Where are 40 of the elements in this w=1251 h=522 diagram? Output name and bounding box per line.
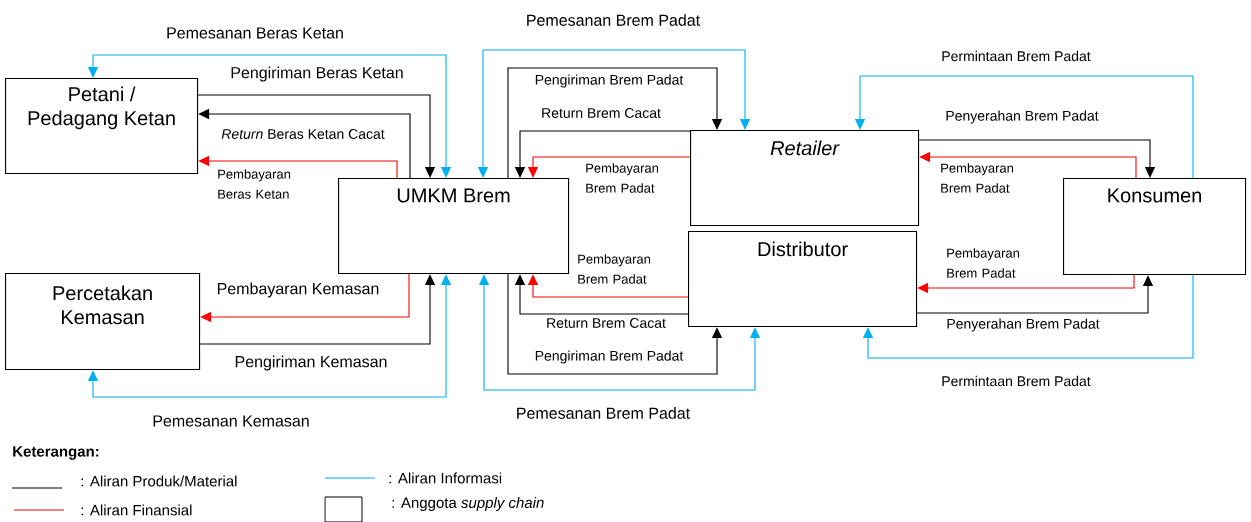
process-box: Konsumen: [1063, 178, 1247, 276]
process-box: Distributor: [688, 231, 918, 328]
edge-label: Pembayaran Brem Padat: [586, 163, 659, 193]
arrow: [527, 274, 689, 298]
edge-label: Pemesanan Brem Padat: [527, 14, 700, 26]
arrow: [507, 67, 723, 179]
edge-label: Pengiriman Kemasan: [235, 355, 387, 371]
edge-label: Pengiriman Brem Padat: [535, 350, 684, 364]
edge-label: Return Brem Cacat: [547, 318, 666, 328]
edge-label: Permintaan Brem Padat: [942, 375, 1091, 387]
legend-label: : Aliran Produk/Material: [81, 475, 237, 487]
edge-label: Permintaan Brem Padat: [942, 50, 1091, 62]
edge-label: Pembayaran Brem Padat: [578, 254, 651, 284]
edge-label: Return Beras Ketan Cacat: [221, 129, 385, 139]
edge-label: Pembayaran Brem Padat: [947, 248, 1020, 278]
edge-label: Pengiriman Beras Ketan: [231, 66, 403, 82]
edge-label: Pembayaran Kemasan: [217, 282, 379, 298]
arrow: [197, 94, 436, 178]
process-box: Retailer: [690, 130, 920, 227]
arrow: [200, 273, 410, 323]
edge-label: Return Brem Cacat: [542, 108, 661, 118]
edge-label: Penyerahan Brem Padat: [947, 318, 1100, 332]
edge-label: Pembayaran Brem Padat: [941, 163, 1014, 193]
edge-label: Pengiriman Brem Padat: [535, 74, 684, 88]
edge-label: Pemesanan Beras Ketan: [167, 27, 343, 39]
edge-label: Pemesanan Kemasan: [153, 415, 309, 427]
edge-label: Pemesanan Brem Padat: [517, 407, 690, 419]
arrow: [918, 139, 1156, 178]
arrow: [514, 274, 689, 315]
edge-label: Pembayaran Beras Ketan: [218, 169, 291, 199]
process-box: UMKM Brem: [338, 178, 570, 275]
legend-label: : Aliran Informasi: [389, 472, 502, 484]
process-box: Petani / Pedagang Ketan: [5, 78, 199, 175]
arrow: [862, 274, 1194, 359]
legend-label: : Anggota supply chain: [392, 497, 544, 511]
arrow: [917, 274, 1135, 294]
legend-title: Keterangan:: [13, 446, 99, 460]
process-box: Percetakan Kemasan: [5, 273, 201, 371]
edge-label: Penyerahan Brem Padat: [946, 110, 1099, 124]
legend-label: : Aliran Finansial: [81, 504, 192, 516]
